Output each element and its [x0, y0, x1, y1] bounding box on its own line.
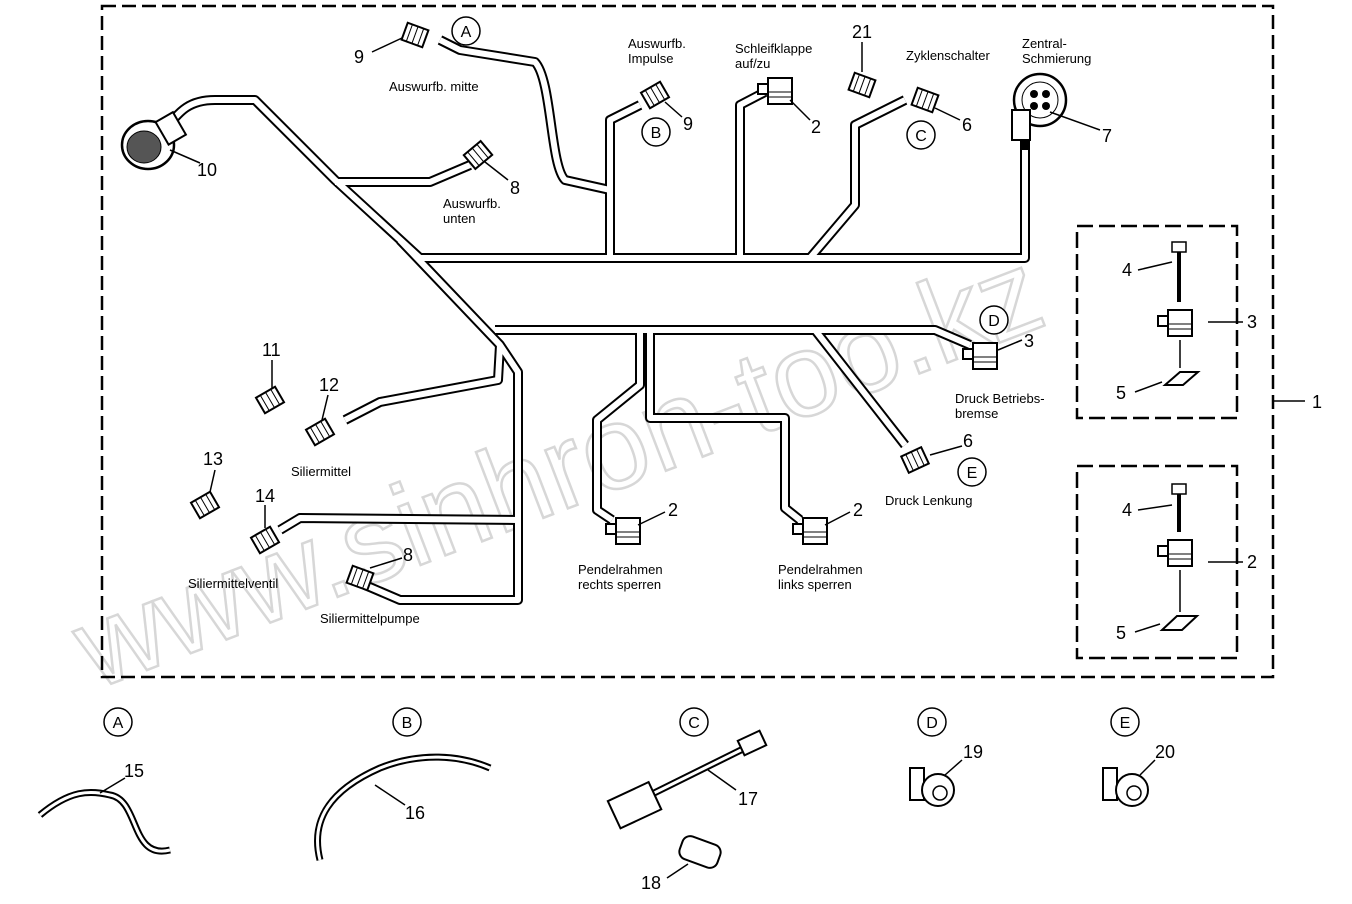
- part-number: 21: [852, 22, 872, 42]
- label: unten: [443, 211, 476, 226]
- round-connector-10-icon: [120, 110, 188, 171]
- label: Siliermittel: [291, 464, 351, 479]
- part-number: 6: [962, 115, 972, 135]
- label: rechts sperren: [578, 577, 661, 592]
- label: Pendelrahmen: [778, 562, 863, 577]
- plug-11-icon: [254, 385, 286, 415]
- plug-12-icon: [304, 417, 336, 447]
- part-number: 1: [1312, 392, 1322, 412]
- part-number: 19: [963, 742, 983, 762]
- leader-lines: [169, 37, 1101, 569]
- label: auf/zu: [735, 56, 770, 71]
- valve-2b-icon: [605, 517, 641, 545]
- component-labels: Auswurfb. mitte Auswurfb. Impulse Schlei…: [188, 36, 1091, 626]
- label: links sperren: [778, 577, 852, 592]
- detail-parts: [37, 707, 1156, 879]
- round-connector-7-icon: [1011, 72, 1068, 141]
- part-number: 3: [1247, 312, 1257, 332]
- label: Zentral-: [1022, 36, 1067, 51]
- label: Schleifklappe: [735, 41, 812, 56]
- assembly-frame: [100, 4, 1275, 679]
- plug-21-icon: [847, 71, 877, 99]
- part-number: 12: [319, 375, 339, 395]
- label: Siliermittelpumpe: [320, 611, 420, 626]
- part-number: 8: [403, 545, 413, 565]
- part-number: 2: [853, 500, 863, 520]
- callout-circles: [451, 16, 1009, 487]
- part-number: 10: [197, 160, 217, 180]
- part-numbers: 9 10 8 9 2 21 6 7 3 6 11 12 13 14 8 2 2: [197, 22, 1112, 565]
- label: Druck Lenkung: [885, 493, 972, 508]
- part-number: 2: [1247, 552, 1257, 572]
- label: Schmierung: [1022, 51, 1091, 66]
- label: Siliermittelventil: [188, 576, 278, 591]
- plug-6b-icon: [900, 446, 930, 474]
- callout-b: B: [651, 125, 662, 142]
- valve-detail-box-2: 4 2 5: [1075, 464, 1257, 660]
- label: bremse: [955, 406, 998, 421]
- part-number: 2: [668, 500, 678, 520]
- part-number: 5: [1116, 623, 1126, 643]
- plug-13-icon: [189, 490, 221, 520]
- callout-c: C: [915, 128, 927, 145]
- label: Pendelrahmen: [578, 562, 663, 577]
- callout-d: D: [988, 313, 1000, 330]
- callout-a: A: [461, 24, 472, 41]
- detail-letter: C: [688, 715, 700, 732]
- part-number: 18: [641, 873, 661, 893]
- detail-letter: A: [113, 715, 124, 732]
- part-number: 14: [255, 486, 275, 506]
- part-number: 4: [1122, 260, 1132, 280]
- plug-9b-icon: [639, 80, 671, 110]
- part-number: 7: [1102, 126, 1112, 146]
- valve-2-icon: [757, 77, 793, 105]
- part-number: 4: [1122, 500, 1132, 520]
- part-number: 2: [811, 117, 821, 137]
- label: Druck Betriebs-: [955, 391, 1045, 406]
- part-number: 3: [1024, 331, 1034, 351]
- detail-letter: D: [926, 715, 938, 732]
- part-number: 6: [963, 431, 973, 451]
- detail-letter: B: [402, 715, 413, 732]
- part-number: 11: [262, 340, 281, 360]
- label: Auswurfb.: [628, 36, 686, 51]
- part-number: 17: [738, 789, 758, 809]
- part-number: 20: [1155, 742, 1175, 762]
- detail-letter: E: [1120, 715, 1131, 732]
- label: Auswurfb.: [443, 196, 501, 211]
- label: Auswurfb. mitte: [389, 79, 479, 94]
- part-number: 9: [683, 114, 693, 134]
- label: Impulse: [628, 51, 674, 66]
- part-number: 16: [405, 803, 425, 823]
- part-number: 5: [1116, 383, 1126, 403]
- part-number: 8: [510, 178, 520, 198]
- callout-e: E: [967, 465, 978, 482]
- part-number: 13: [203, 449, 223, 469]
- label: Zyklenschalter: [906, 48, 990, 63]
- plug-6-icon: [910, 86, 940, 114]
- part-number: 9: [354, 47, 364, 67]
- plug-9a-icon: [400, 21, 430, 49]
- part-number: 15: [124, 761, 144, 781]
- valve-detail-box-1: 4 3 5: [1075, 224, 1257, 420]
